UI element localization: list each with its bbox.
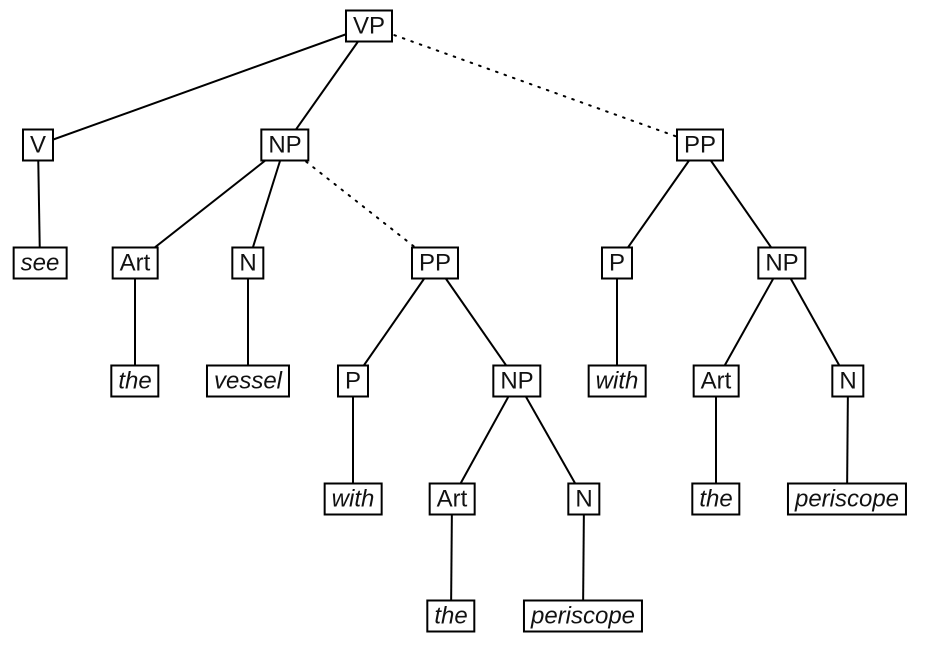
tree-edge-n-pp-vp-periscope-pp-vp	[846, 380, 849, 500]
tree-edge-vp-np-obj	[284, 25, 370, 146]
tree-edge-pp-vp-np-pp-vp	[699, 144, 783, 264]
tree-edge-np-pp-vp-n-pp-vp	[781, 262, 849, 382]
tree-node-p-vp: P	[600, 246, 634, 280]
tree-edge-v-see	[37, 144, 41, 264]
tree-node-n-obj: N	[231, 246, 265, 280]
tree-node-np-pp-np: NP	[492, 364, 542, 398]
tree-edge-pp-vp-p-vp	[616, 144, 701, 264]
tree-edge-np-pp-np-n-pp-np	[516, 380, 585, 500]
tree-node-art-pp-np: Art	[428, 482, 476, 516]
tree-node-art-pp-vp: Art	[692, 364, 740, 398]
tree-node-np-obj: NP	[260, 128, 310, 162]
tree-node-see: see	[12, 246, 68, 280]
tree-node-the-pp-vp: the	[691, 482, 741, 516]
tree-node-np-pp-vp: NP	[757, 246, 807, 280]
tree-edge-pp-np-np-pp-np	[434, 262, 518, 382]
tree-edge-art-pp-np-the-pp-np	[450, 498, 453, 617]
tree-node-with-vp: with	[587, 364, 647, 398]
tree-node-periscope-pp-np: periscope	[522, 599, 644, 633]
tree-edge-np-obj-n-obj	[247, 144, 286, 264]
tree-node-vp: VP	[344, 9, 394, 43]
tree-edge-np-obj-art-obj	[134, 144, 286, 264]
tree-node-pp-np: PP	[410, 246, 460, 280]
tree-node-p-np: P	[336, 364, 370, 398]
tree-node-the-pp-np: the	[426, 599, 476, 633]
tree-node-v: V	[21, 128, 55, 162]
tree-node-art-obj: Art	[111, 246, 159, 280]
tree-edge-vp-v	[37, 25, 370, 146]
tree-edge-np-pp-np-art-pp-np	[451, 380, 518, 500]
tree-edge-n-pp-np-periscope-pp-np	[582, 498, 585, 617]
tree-edge-pp-np-p-np	[352, 262, 436, 382]
tree-edge-np-pp-vp-art-pp-vp	[715, 262, 783, 382]
tree-node-periscope-pp-vp: periscope	[786, 482, 908, 516]
tree-node-n-pp-vp: N	[831, 364, 865, 398]
tree-node-n-pp-np: N	[567, 482, 601, 516]
tree-node-the-obj: the	[110, 364, 160, 398]
tree-node-pp-vp: PP	[675, 128, 725, 162]
tree-node-with-np: with	[323, 482, 383, 516]
tree-node-vessel: vessel	[205, 364, 291, 398]
